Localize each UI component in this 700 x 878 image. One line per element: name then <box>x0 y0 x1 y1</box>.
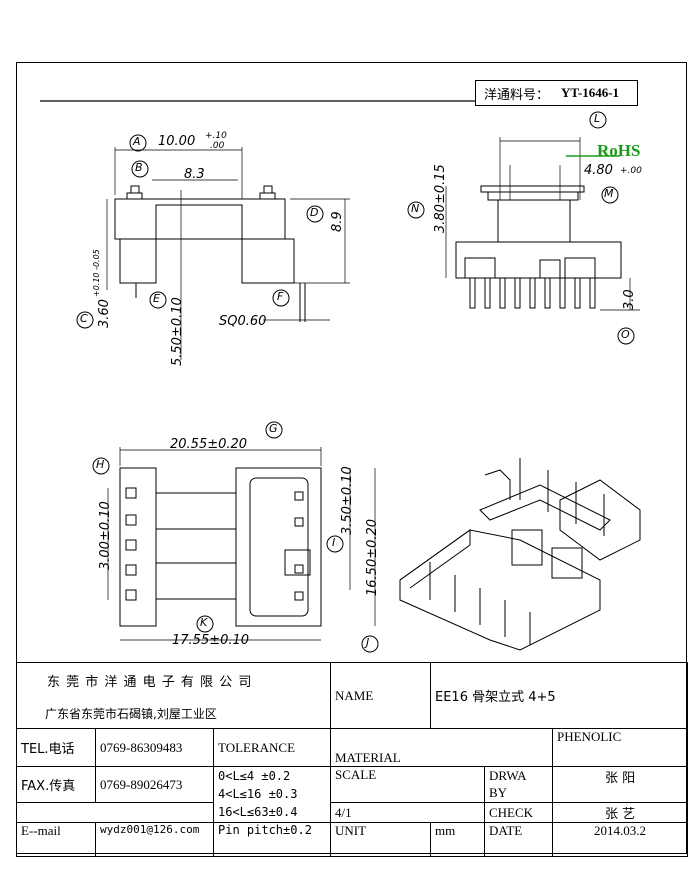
dim-g: 20.55±0.20 <box>170 437 248 452</box>
date-label: DATE <box>484 822 553 857</box>
callout-g: G <box>269 422 278 435</box>
drawn-by-value: 张 阳 <box>551 766 689 803</box>
bottom-view <box>92 421 379 653</box>
callout-d: D <box>310 206 319 219</box>
drawn-label-1: DRWA <box>489 767 527 783</box>
check-value: 张 艺 <box>551 802 689 823</box>
tolerance-row-1: 0<L≤4 ±0.2 <box>213 766 331 785</box>
callout-j: J <box>366 636 370 649</box>
dim-l-tol: +.00 <box>620 166 642 176</box>
dim-b: 8.3 <box>184 167 205 182</box>
callout-a: A <box>133 135 141 148</box>
part-number-label: 洋通料号： <box>484 87 550 103</box>
dim-j: 16.50±0.20 <box>365 518 380 596</box>
callout-e: E <box>153 292 160 305</box>
part-number-value: YT-1646-1 <box>561 85 620 100</box>
empty-cell <box>16 802 214 823</box>
technical-drawing <box>40 100 641 653</box>
fax-label: FAX.传真 <box>16 766 96 803</box>
tolerance-row-3: 16<L≤63±0.4 <box>213 802 331 823</box>
dim-f: SQ0.60 <box>219 314 267 329</box>
scale-value: 4/1 <box>330 802 485 823</box>
material-value: PHENOLIC <box>551 728 689 767</box>
callout-f: F <box>277 290 284 303</box>
side-view <box>407 111 640 345</box>
fax-value: 0769-89026473 <box>95 766 214 803</box>
callout-b: B <box>135 161 143 174</box>
callout-i: I <box>332 536 336 549</box>
callout-k: K <box>200 616 208 629</box>
company-address: 广东省东莞市石碣镇,刘屋工业区 <box>16 698 331 729</box>
dim-e: 5.50±0.10 <box>170 297 185 366</box>
dim-a-tol-lower: .00 <box>210 141 225 151</box>
callout-n: N <box>411 202 420 215</box>
dim-k: 17.55±0.10 <box>172 633 250 648</box>
tel-label: TEL.电话 <box>16 728 96 767</box>
tolerance-label: TOLERANCE <box>213 728 331 767</box>
dim-l: 4.80 <box>584 163 613 178</box>
dim-h: 3.00±0.10 <box>98 501 113 570</box>
dim-n: 3.80±0.15 <box>433 164 448 233</box>
company-name: 东 莞 市 洋 通 电 子 有 限 公 司 <box>16 662 331 699</box>
tolerance-row-2: 4<L≤16 ±0.3 <box>213 784 331 803</box>
dim-d: 8.9 <box>330 211 345 232</box>
tel-value: 0769-86309483 <box>95 728 214 767</box>
isometric-view <box>399 458 641 651</box>
callout-h: H <box>96 458 105 471</box>
dim-o: 3.0 <box>622 289 637 310</box>
date-value: 2014.03.2 <box>551 822 689 857</box>
title-block: 东 莞 市 洋 通 电 子 有 限 公 司 NAME EE16 骨架立式 4+5… <box>16 662 689 857</box>
dim-c-tol: +0.10 -0.05 <box>92 249 101 297</box>
dim-c: 3.60 <box>97 299 112 328</box>
drawn-label-2: BY <box>489 784 508 800</box>
material-label: MATERIAL <box>330 728 553 767</box>
unit-label: UNIT <box>330 822 431 857</box>
part-number-box: 洋通料号： YT-1646-1 <box>475 80 638 106</box>
dim-a-tol-upper: +.10 <box>205 131 227 141</box>
dim-i: 3.50±0.10 <box>340 466 355 535</box>
callout-m: M <box>604 187 614 200</box>
tolerance-row-4: Pin pitch±0.2 <box>213 822 331 857</box>
scale-label: SCALE <box>330 766 485 803</box>
unit-value: mm <box>430 822 485 857</box>
callout-c: C <box>80 312 88 325</box>
front-view <box>76 134 350 360</box>
dim-a: 10.00 <box>158 134 196 149</box>
email-value: wydz001@126.com <box>95 822 214 857</box>
name-value: EE16 骨架立式 4+5 <box>429 662 689 729</box>
callout-l: L <box>594 112 601 125</box>
name-label: NAME <box>330 662 431 729</box>
email-label: E--mail <box>16 822 96 857</box>
check-label: CHECK <box>484 802 553 823</box>
callout-o: O <box>621 328 630 341</box>
